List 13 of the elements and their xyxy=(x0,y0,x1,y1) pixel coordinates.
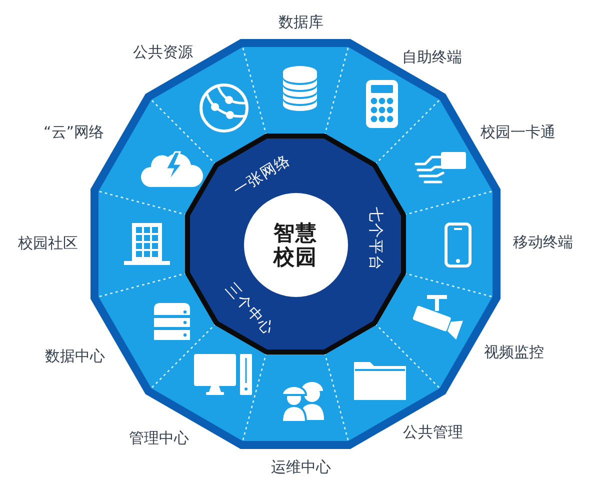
segment-label: 校园社区 xyxy=(18,234,78,252)
segment-label: 公共管理 xyxy=(403,423,463,441)
segment-label: 公共资源 xyxy=(133,43,193,61)
ring-text: 七个平台 xyxy=(367,207,385,271)
segment-label: 数据中心 xyxy=(45,347,105,365)
segment-label: 视频监控 xyxy=(484,343,544,361)
segment-label: “云”网络 xyxy=(44,123,104,141)
segment-label: 数据库 xyxy=(278,13,324,31)
segment-label: 移动终端 xyxy=(513,233,573,251)
segment-label: 管理中心 xyxy=(129,429,189,447)
segment-label: 自助终端 xyxy=(402,48,462,66)
segment-label: 运维中心 xyxy=(271,458,331,476)
segment-label: 校园一卡通 xyxy=(480,123,556,141)
